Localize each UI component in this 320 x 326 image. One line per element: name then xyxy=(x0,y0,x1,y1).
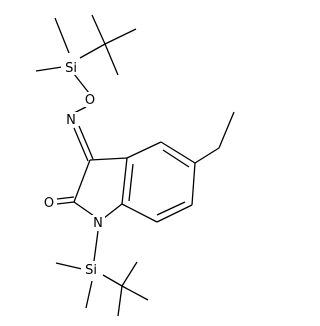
bonds xyxy=(35,14,235,317)
atom-si-top: Si xyxy=(65,61,77,76)
bond-c7a-c3a-inner xyxy=(128,163,134,202)
bond-c6-c7 xyxy=(156,204,193,223)
bond-tbu-top-methyl-a xyxy=(91,14,106,45)
bond-si-top-to-o xyxy=(73,73,90,94)
bond-c3-c2 xyxy=(73,159,91,203)
bond-c3-c3a xyxy=(89,157,128,161)
bond-c2-o-b xyxy=(56,196,75,200)
bond-si-bottom-to-quaternary xyxy=(102,274,123,287)
bond-si-top-methyl-up xyxy=(54,17,70,54)
bond-c5-c6 xyxy=(191,162,196,206)
bond-tbu-top-methyl-b xyxy=(104,28,137,45)
bond-c7a-c3a xyxy=(121,157,128,205)
bond-c3a-c4 xyxy=(126,141,162,159)
bond-c2-o-a xyxy=(56,201,75,205)
bond-n1-c7a xyxy=(103,203,123,219)
bond-si-top-methyl-left xyxy=(35,66,63,72)
bond-tbu-bottom-methyl-b xyxy=(121,285,149,301)
molecule-structure: Si O N O N Si xyxy=(35,14,235,317)
bond-c4-c5 xyxy=(160,141,196,164)
bond-ethyl-ch2-ch3 xyxy=(218,111,235,149)
bond-tbu-bottom-methyl-c xyxy=(117,285,123,317)
structure-canvas: Si O N O N Si xyxy=(35,14,235,317)
atom-n-oxime: N xyxy=(66,113,76,128)
bond-n-to-c3-b xyxy=(78,125,94,160)
atom-o-oxime: O xyxy=(85,93,95,108)
bond-c5-ethyl-ch2 xyxy=(194,147,220,164)
bond-c2-n1 xyxy=(73,201,95,217)
bond-c4-c5-inner xyxy=(162,149,190,168)
bond-c6-c7-inner xyxy=(156,201,186,216)
bond-n1-to-si-bottom xyxy=(93,230,99,262)
bond-si-bottom-methyl-down xyxy=(85,280,93,309)
bond-si-bottom-methyl-left xyxy=(55,262,83,270)
bond-n-to-c3-a xyxy=(73,127,89,162)
bond-tbu-bottom-methyl-a xyxy=(121,261,138,287)
atom-labels: Si O N O N Si xyxy=(42,60,105,278)
bond-tbu-top-methyl-c xyxy=(104,43,119,76)
atom-o-carbonyl: O xyxy=(44,196,54,211)
atom-n-ring: N xyxy=(93,216,103,231)
atom-si-bottom: Si xyxy=(85,263,97,278)
bond-si-top-to-quaternary xyxy=(79,43,106,59)
bond-c7-c7a xyxy=(121,203,158,223)
